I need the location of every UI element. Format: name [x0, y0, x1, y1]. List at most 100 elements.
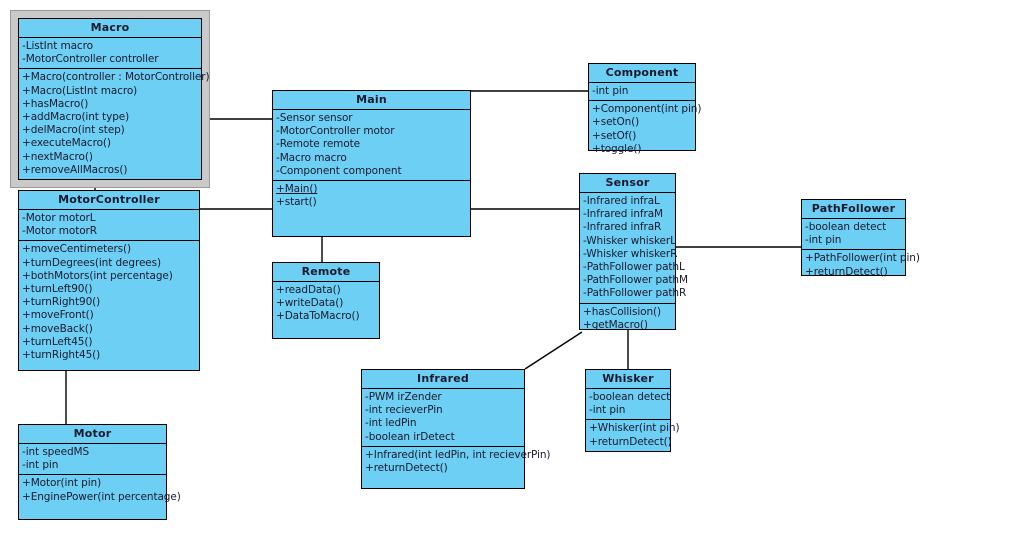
- attribute: -MotorController controller: [22, 53, 159, 66]
- method: +readData(): [276, 284, 341, 296]
- attribute: -int pin: [589, 404, 626, 417]
- method: +turnLeft90(): [22, 283, 93, 296]
- uml-class-main[interactable]: Main-Sensor sensor-MotorController motor…: [272, 90, 471, 237]
- method: +Macro(controller : MotorController): [22, 71, 210, 84]
- method: +bothMotors(int percentage): [22, 269, 173, 282]
- class-methods-motor: +Motor(int pin)+EnginePower(int percenta…: [19, 475, 181, 505]
- class-attributes-macro: -ListInt macro-MotorController controlle…: [19, 38, 201, 70]
- attribute: -PathFollower pathR: [583, 287, 687, 300]
- method: +nextMacro(): [22, 150, 93, 163]
- uml-class-macro[interactable]: Macro-ListInt macro-MotorController cont…: [18, 18, 210, 180]
- uml-class-sensor[interactable]: Sensor-Infrared infraL-Infrared infraM-I…: [579, 173, 688, 331]
- attribute: -MotorController motor: [276, 125, 395, 138]
- class-name-component: Component: [589, 64, 695, 83]
- method: +hasMacro(): [22, 97, 89, 110]
- attribute: -PWM irZender: [365, 391, 442, 403]
- method: +delMacro(int step): [22, 124, 125, 137]
- method: +Infrared(int ledPin, int recieverPin): [365, 448, 551, 461]
- class-methods-component: +Component(int pin)+setOn()+setOf()+togg…: [589, 101, 702, 158]
- attribute: -int pin: [592, 85, 629, 97]
- class-name-remote: Remote: [273, 263, 379, 282]
- class-name-main: Main: [273, 91, 470, 110]
- attribute: -Infrared infraL: [583, 195, 660, 207]
- method: +returnDetect(): [365, 462, 448, 475]
- class-attributes-pathfollower: -boolean detect-int pin: [802, 219, 905, 251]
- uml-class-pathfollower[interactable]: PathFollower-boolean detect-int pin+Path…: [801, 199, 920, 278]
- class-name-motor: Motor: [19, 425, 166, 444]
- method: +executeMacro(): [22, 137, 111, 150]
- attribute: -int recieverPin: [365, 404, 443, 417]
- class-attributes-component: -int pin: [589, 83, 695, 102]
- attribute: -boolean detect: [589, 391, 671, 403]
- method: +hasCollision(): [583, 305, 662, 318]
- attribute: -Whisker whiskerR: [583, 247, 678, 260]
- method: +turnRight90(): [22, 296, 101, 309]
- uml-class-infrared[interactable]: Infrared-PWM irZender-int recieverPin-in…: [361, 369, 551, 489]
- class-name-sensor: Sensor: [580, 174, 675, 193]
- attribute: -Infrared infraM: [583, 208, 664, 221]
- method: +setOn(): [592, 116, 640, 129]
- class-methods-pathfollower: +PathFollower(int pin)+returnDetect(): [802, 250, 920, 280]
- attribute: -PathFollower pathL: [583, 261, 685, 274]
- attribute: -Motor motorL: [22, 212, 96, 224]
- method: +PathFollower(int pin): [805, 252, 920, 265]
- method: +setOf(): [592, 129, 637, 142]
- class-methods-whisker: +Whisker(int pin)+returnDetect(): [586, 420, 680, 450]
- method: +getMacro(): [583, 318, 648, 331]
- attribute: -Component component: [276, 164, 402, 177]
- class-methods-sensor: +hasCollision()+getMacro(): [580, 304, 675, 334]
- attribute: -int pin: [22, 459, 59, 472]
- method: +Macro(ListInt macro): [22, 84, 138, 97]
- method: +start(): [276, 196, 317, 209]
- method: +Main(): [276, 183, 318, 196]
- method: +removeAllMacros(): [22, 163, 128, 176]
- method: +turnRight45(): [22, 349, 101, 362]
- method: +turnLeft45(): [22, 335, 93, 348]
- method: +turnDegrees(int degrees): [22, 256, 162, 269]
- attribute: -Macro macro: [276, 151, 347, 164]
- class-attributes-infrared: -PWM irZender-int recieverPin-int ledPin…: [362, 389, 524, 447]
- uml-class-remote[interactable]: Remote+readData()+writeData()+DataToMacr…: [272, 262, 380, 339]
- attribute: -Sensor sensor: [276, 112, 353, 124]
- uml-class-component[interactable]: Component-int pin+Component(int pin)+set…: [588, 63, 701, 155]
- method: +Whisker(int pin): [589, 422, 680, 435]
- attribute: -PathFollower pathM: [583, 274, 688, 287]
- class-name-motorcontroller: MotorController: [19, 191, 199, 210]
- method: +Component(int pin): [592, 103, 702, 116]
- method: +Motor(int pin): [22, 477, 102, 490]
- attribute: -boolean irDetect: [365, 430, 455, 443]
- class-name-infrared: Infrared: [362, 370, 524, 389]
- method: +toggle(): [592, 142, 642, 155]
- attribute: -boolean detect: [805, 221, 887, 233]
- uml-class-motor[interactable]: Motor-int speedMS-int pin+Motor(int pin)…: [18, 424, 181, 520]
- class-methods-motorcontroller: +moveCentimeters()+turnDegrees(int degre…: [19, 241, 199, 364]
- class-methods-remote: +readData()+writeData()+DataToMacro(): [273, 282, 379, 326]
- attribute: -Infrared infraR: [583, 221, 662, 234]
- attribute: -Motor motorR: [22, 225, 97, 238]
- class-methods-main: +Main()+start(): [273, 181, 470, 211]
- method: +DataToMacro(): [276, 310, 360, 323]
- uml-class-whisker[interactable]: Whisker-boolean detect-int pin+Whisker(i…: [585, 369, 680, 452]
- attribute: -Whisker whiskerL: [583, 234, 676, 247]
- class-attributes-motorcontroller: -Motor motorL-Motor motorR: [19, 210, 199, 242]
- method: +returnDetect(): [589, 435, 672, 448]
- attribute: -int ledPin: [365, 417, 417, 430]
- method: +moveCentimeters(): [22, 243, 132, 256]
- uml-class-motorcontroller[interactable]: MotorController-Motor motorL-Motor motor…: [18, 190, 200, 371]
- attribute: -Remote remote: [276, 138, 361, 151]
- attribute: -int speedMS: [22, 446, 90, 458]
- class-attributes-sensor: -Infrared infraL-Infrared infraM-Infrare…: [580, 193, 688, 304]
- method: +moveFront(): [22, 309, 94, 322]
- class-methods-infrared: +Infrared(int ledPin, int recieverPin)+r…: [362, 447, 551, 477]
- association-sensor-infrared: [524, 331, 583, 370]
- class-attributes-whisker: -boolean detect-int pin: [586, 389, 671, 421]
- class-attributes-main: -Sensor sensor-MotorController motor-Rem…: [273, 110, 470, 182]
- class-methods-macro: +Macro(controller : MotorController)+Mac…: [19, 69, 210, 179]
- method: +returnDetect(): [805, 265, 888, 278]
- method: +EnginePower(int percentage): [22, 490, 181, 503]
- method: +moveBack(): [22, 322, 93, 335]
- class-name-whisker: Whisker: [586, 370, 670, 389]
- class-attributes-motor: -int speedMS-int pin: [19, 444, 166, 476]
- method: +addMacro(int type): [22, 111, 130, 124]
